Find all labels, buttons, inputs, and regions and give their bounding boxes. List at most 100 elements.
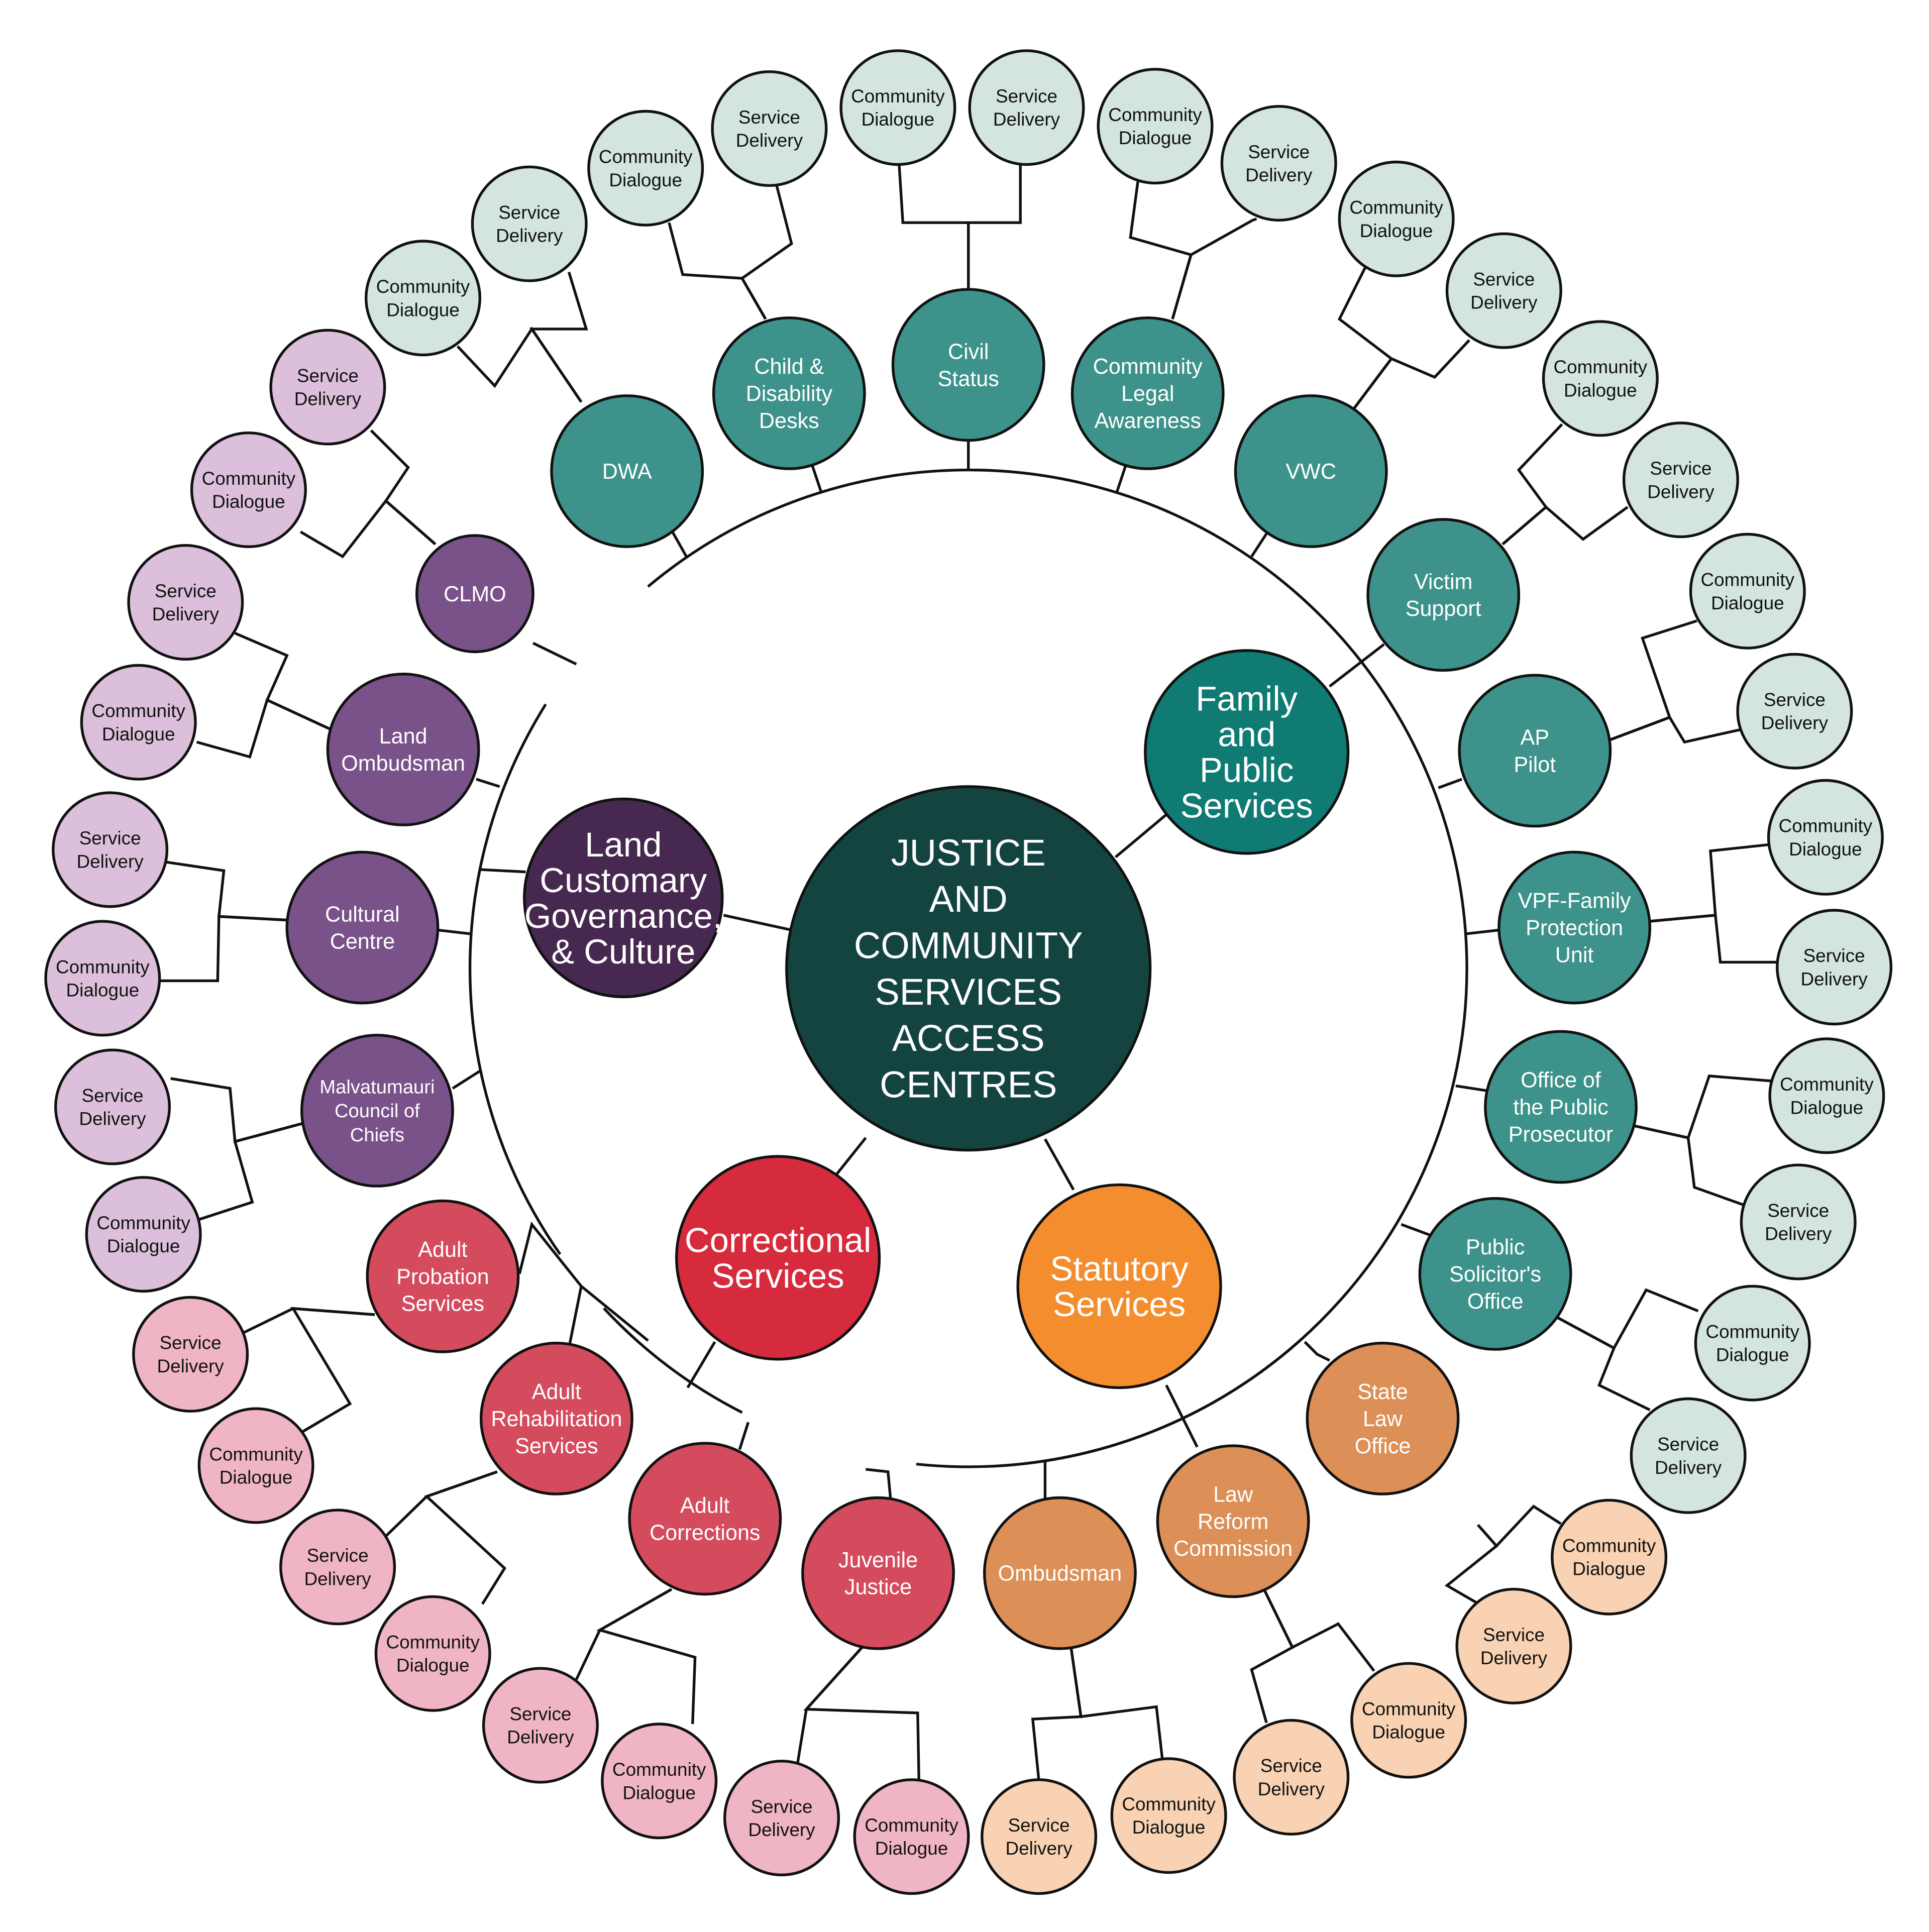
arc-to-juvenile [866,1468,892,1498]
dwa-service-delivery-label: Service [498,202,560,223]
slo-community-dialogue-label: Dialogue [1572,1559,1646,1579]
center-node-label: ACCESS [892,1017,1045,1059]
pso-to-service-delivery [1551,1313,1651,1412]
clmo-service-delivery-label: Service [297,366,359,386]
arc-to-pso [1401,1223,1435,1238]
dwa-to-community-dialogue [456,327,583,403]
opp-service-delivery-label: Service [1767,1200,1829,1221]
arc-to-opp [1455,1084,1488,1093]
subnode-victim-label: Victim [1414,570,1473,594]
adultrehab-to-service-delivery [383,1470,498,1539]
dwa-service-delivery-circle [471,165,588,282]
civil-service-delivery-label: Service [996,86,1057,106]
ombudsman-community-dialogue-label: Community [1122,1794,1216,1814]
center-node-label: CENTRES [880,1063,1057,1105]
cla-service-delivery-label: Delivery [1245,165,1313,185]
ombudsman-community-dialogue-label: Dialogue [1132,1817,1206,1838]
ap-service-delivery-label: Delivery [1761,713,1829,733]
adultrehab-service-delivery-label: Service [307,1545,369,1566]
landomb-to-community-dialogue [196,698,332,759]
ap-community-dialogue-circle [1689,532,1806,650]
subnode-opp-label: the Public [1513,1096,1608,1120]
center-node-label: AND [929,878,1008,920]
ombudsman-service-delivery-circle [981,1778,1098,1895]
arc-to-vpf [1466,928,1499,935]
dwa-community-dialogue-label: Community [376,276,470,297]
vwc-community-dialogue-circle [1338,160,1455,277]
child-community-dialogue-label: Dialogue [609,170,682,190]
subnode-vpf-label: Protection [1526,916,1623,940]
arc-to-cultural [438,928,470,935]
juvenile-service-delivery-circle [723,1760,840,1877]
hub-statutory-label: Statutory [1050,1249,1189,1288]
victim-community-dialogue-circle [1542,320,1659,437]
malv-to-service-delivery [170,1077,305,1143]
land-ring-arc [468,703,562,1255]
adultrehab-community-dialogue-label: Dialogue [396,1655,470,1676]
arc-to-dwa [669,527,688,558]
adultcorr-service-delivery-circle [482,1667,599,1784]
subnode-landomb-label: Land [379,724,427,748]
subnode-ap-circle [1458,674,1612,828]
hub-land-label: Governance, [524,897,722,935]
cla-to-community-dialogue [1129,181,1193,319]
vpf-community-dialogue-circle [1767,779,1884,896]
subnode-adultprob-label: Services [401,1292,484,1316]
subnode-malv-circle [300,1033,454,1188]
lrc-community-dialogue-label: Dialogue [1372,1722,1445,1743]
subnode-child-label: Desks [759,409,819,433]
hub-family-label: Public [1200,751,1294,790]
hub-family-label: Family [1196,680,1298,718]
vwc-service-delivery-label: Delivery [1470,292,1538,313]
pso-service-delivery-label: Service [1657,1434,1719,1455]
pso-community-dialogue-label: Community [1705,1322,1799,1342]
ombudsman-community-dialogue-circle [1110,1757,1227,1874]
landomb-to-service-delivery [234,632,332,731]
hub-land-circle [523,797,724,999]
hub-correctional-circle [675,1155,881,1361]
subnode-malv-label: Council of [335,1100,420,1122]
cla-service-delivery-label: Service [1248,142,1310,162]
clmo-community-dialogue-circle [190,432,307,549]
victim-service-delivery-label: Delivery [1647,481,1714,502]
malv-service-delivery-label: Service [81,1085,143,1106]
cultural-community-dialogue-label: Community [56,956,150,977]
juvenile-service-delivery-label: Delivery [748,1819,815,1840]
adultprob-service-delivery-label: Delivery [157,1356,224,1376]
subnode-pso-label: Public [1466,1235,1525,1259]
subnode-victim-circle [1366,518,1521,672]
cla-community-dialogue-label: Community [1108,104,1202,125]
vwc-service-delivery-label: Service [1473,269,1535,289]
subnode-child-label: Disability [746,382,833,406]
civil-service-delivery-circle [968,49,1085,166]
arc-to-slo [1304,1341,1330,1362]
adultprob-service-delivery-circle [132,1296,249,1413]
malv-to-community-dialogue [198,1121,305,1221]
subnode-clmo-label: CLMO [444,582,506,606]
slo-service-delivery-label: Delivery [1480,1648,1548,1668]
lrc-to-community-dialogue [1262,1588,1375,1672]
vpf-to-service-delivery [1648,913,1779,964]
